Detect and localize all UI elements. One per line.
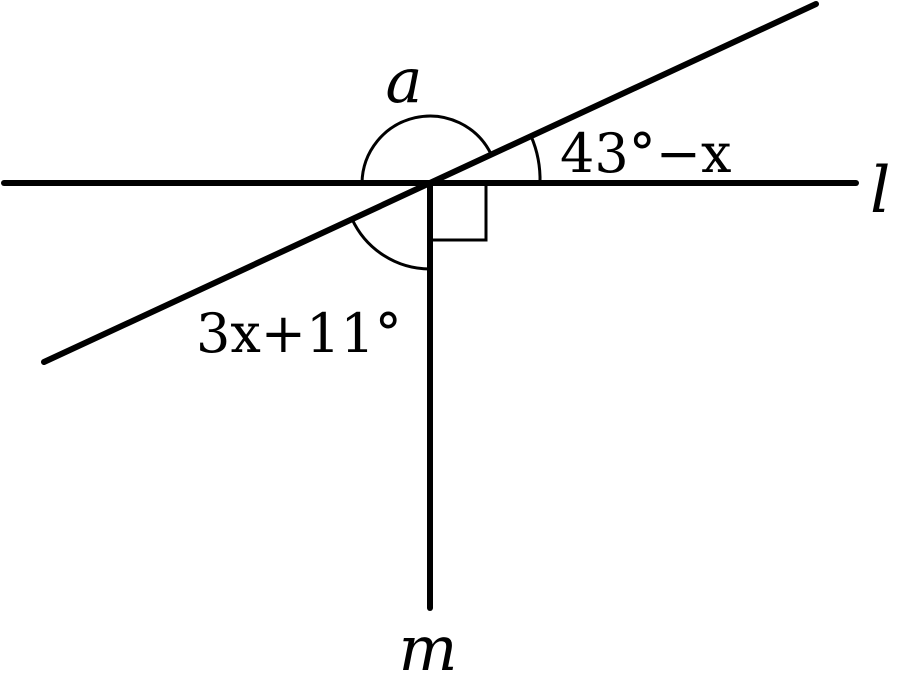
- angle-a-arc: [360, 114, 493, 184]
- line-m-label: m: [399, 612, 458, 685]
- angle-3x-plus-11-arc: [350, 218, 431, 271]
- angle-43-minus-x-label: 43°−x: [560, 122, 731, 185]
- angle-a-label: a: [386, 44, 423, 117]
- angle-3x-plus-11-label: 3x+11°: [196, 302, 402, 365]
- right-angle-marker: [430, 183, 488, 242]
- line-l-label: l: [870, 154, 890, 228]
- transversal-line: [41, 1, 819, 365]
- angle-43-minus-x-arc: [529, 135, 542, 184]
